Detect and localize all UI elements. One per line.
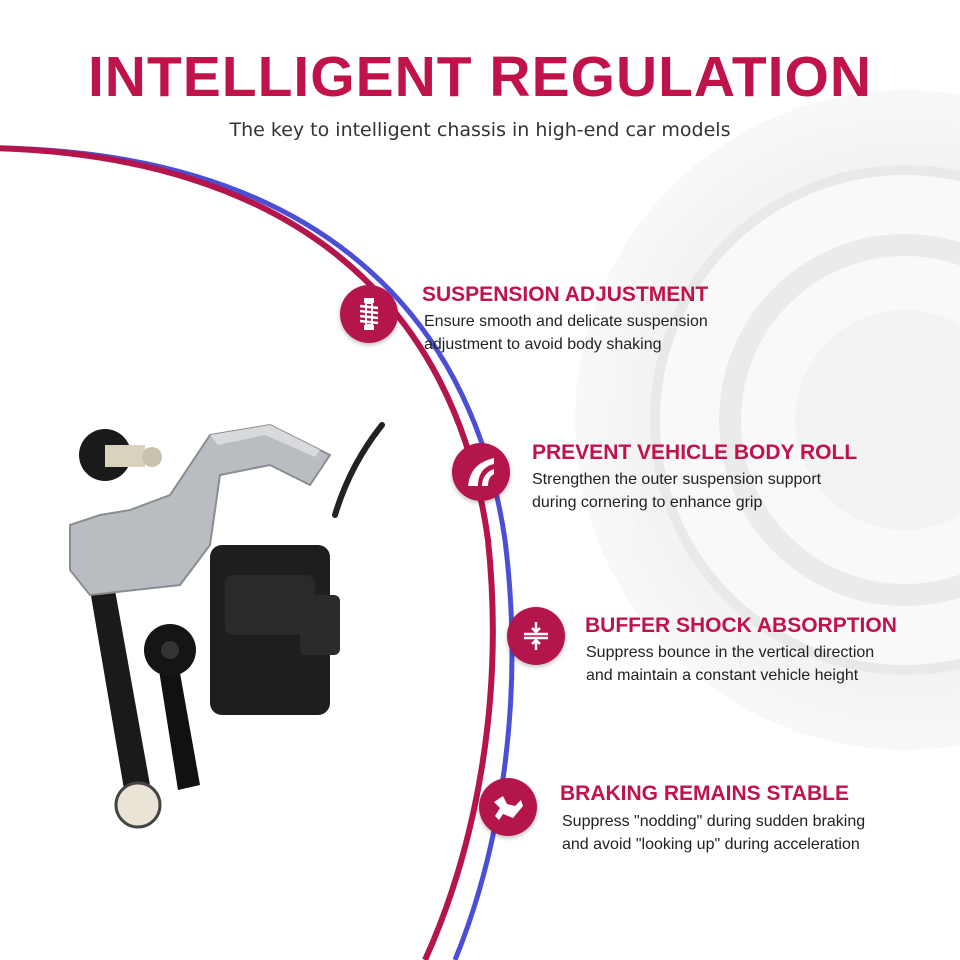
feature-desc-line: Suppress "nodding" during sudden braking [562, 813, 866, 830]
feature-title: PREVENT VEHICLE BODY ROLL [532, 441, 858, 464]
height-sensor-illustration [69, 422, 385, 829]
feature-desc-line: Suppress bounce in the vertical directio… [586, 644, 875, 661]
page-subtitle: The key to intelligent chassis in high-e… [229, 119, 731, 141]
feature-title: BUFFER SHOCK ABSORPTION [585, 614, 897, 637]
compression-arrows-icon [507, 607, 565, 665]
feature-desc-line: Ensure smooth and delicate suspension [424, 313, 708, 330]
curved-road-icon [452, 443, 510, 501]
page-title: INTELLIGENT REGULATION [87, 45, 873, 109]
feature-desc-line: and avoid "looking up" during accelerati… [562, 836, 860, 853]
shock-absorber-icon [340, 285, 398, 343]
feature-desc-line: and maintain a constant vehicle height [586, 667, 859, 684]
feature-desc-line: during cornering to enhance grip [532, 494, 763, 511]
brake-pedal-icon [479, 778, 537, 836]
feature-title: SUSPENSION ADJUSTMENT [422, 283, 709, 306]
feature-desc-line: Strengthen the outer suspension support [532, 471, 822, 488]
feature-title: BRAKING REMAINS STABLE [560, 782, 849, 805]
feature-desc-line: adjustment to avoid body shaking [424, 336, 662, 353]
tire-watermark [575, 90, 960, 750]
